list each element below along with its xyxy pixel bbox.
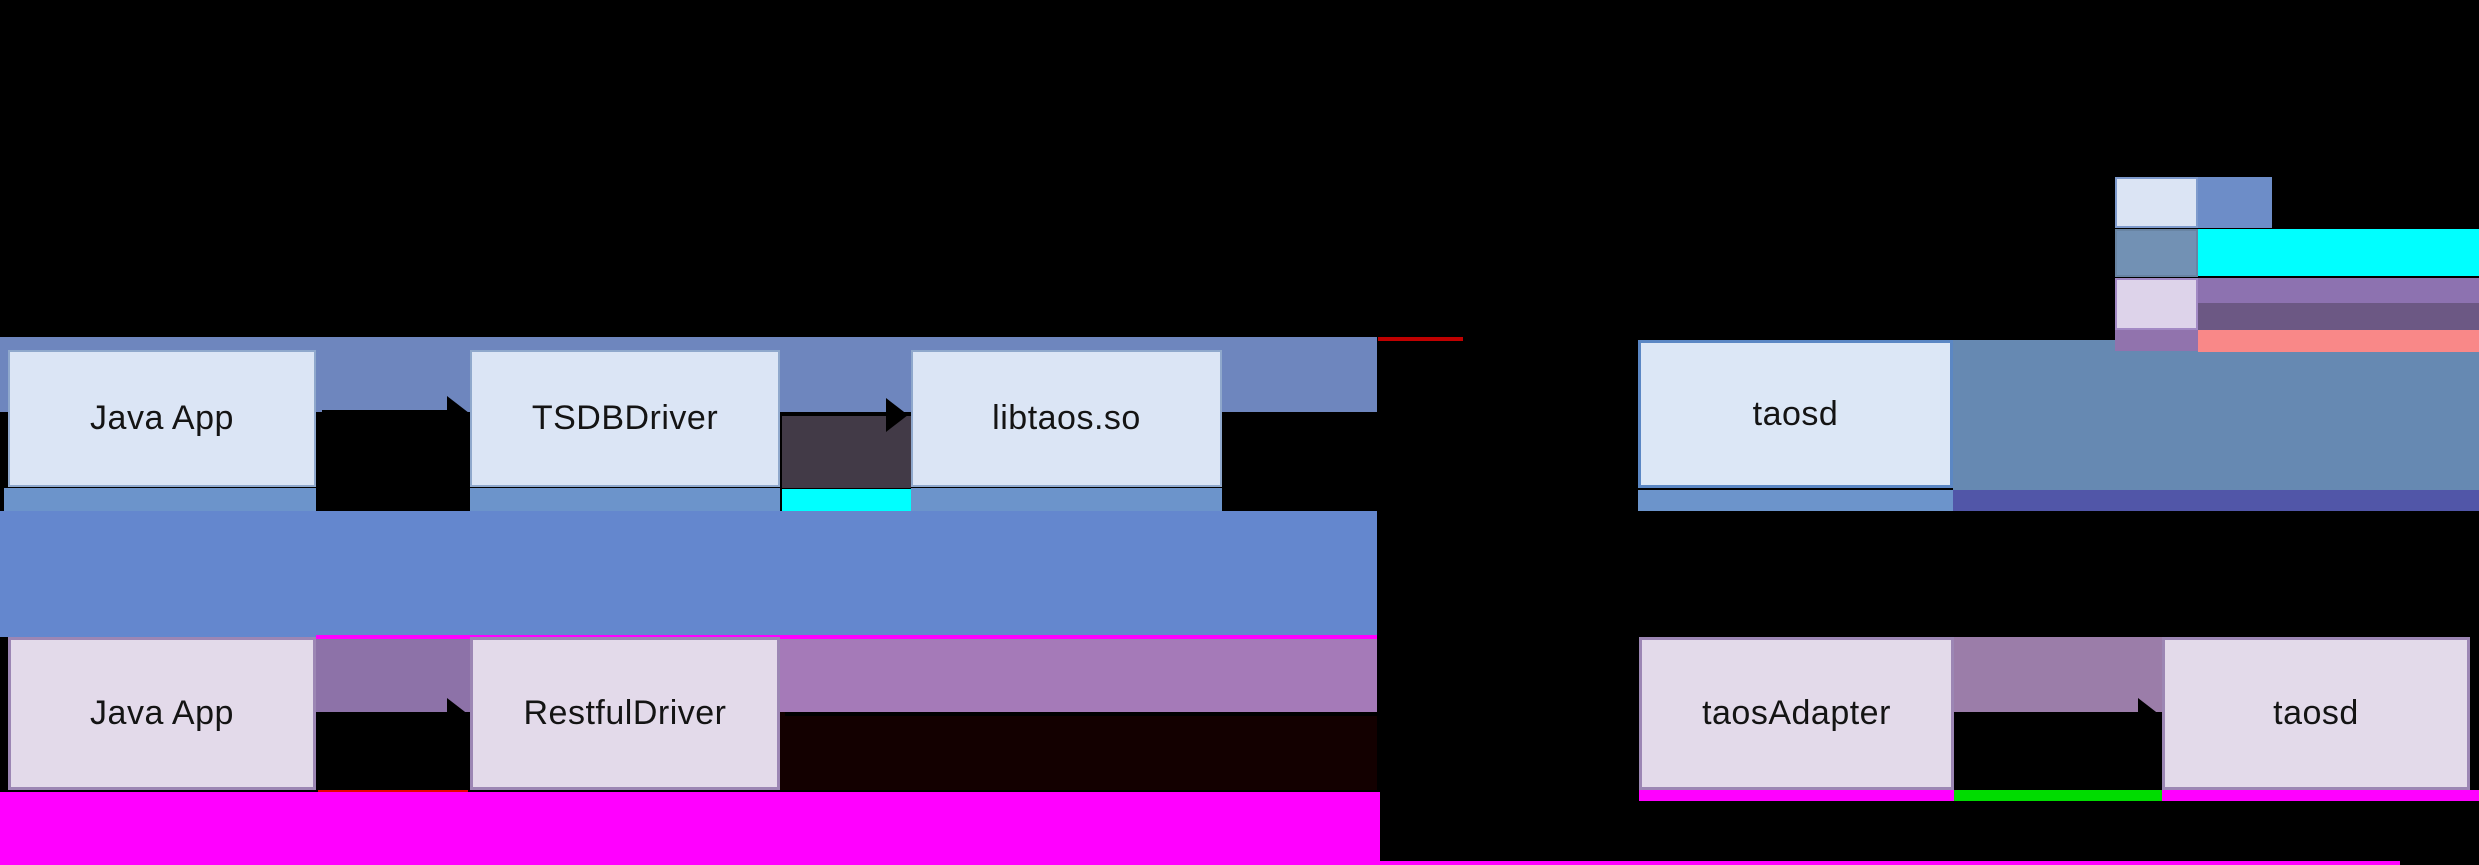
legend-highlight-blue: [2198, 177, 2272, 228]
adapter-magenta-strip: [1639, 790, 1954, 801]
libtaos-box: libtaos.so: [911, 350, 1222, 487]
arrow-tsdbdriver-libtaos-head: [886, 398, 908, 432]
libtaos-label: libtaos.so: [992, 399, 1141, 437]
taosd-indigo-strip: [1953, 490, 2479, 511]
arrow-javaapp-tsdbdriver-line: [322, 410, 447, 414]
tsdb-driver-label: TSDBDriver: [531, 399, 719, 437]
restful-driver-box: RestfulDriver: [470, 637, 780, 790]
arrow-javaapp-restfuldriver-head: [447, 698, 469, 732]
arrow-taosadapter-taosd-line: [1960, 712, 2140, 716]
legend-highlight-cyan: [2198, 229, 2479, 276]
arrow-libtaos-taosd-head: [1612, 398, 1634, 432]
red-annotation-line: [1378, 337, 1463, 341]
arrow-javaapp-tsdbdriver-head: [447, 396, 469, 430]
adapter-gap-green-strip: [1954, 790, 2162, 801]
arrow-restfuldriver-taosadapter-head: [1614, 698, 1636, 732]
java-app-jni-label: Java App: [90, 399, 234, 437]
java-app-jni-under-strip: [4, 488, 316, 511]
legend-highlight-salmon: [2198, 330, 2479, 352]
tsdb-driver-under-strip: [470, 488, 780, 511]
taosd-under-strip: [1638, 490, 1953, 511]
adapter-gap-purple-block: [1954, 637, 2162, 712]
libtaos-under-strip: [911, 488, 1222, 511]
jni-cyan-highlight-strip: [782, 489, 911, 511]
arrow-taosadapter-taosd-head: [2138, 698, 2160, 732]
restful-gap-purple-block: [316, 639, 470, 712]
taosd-rest-label: taosd: [2273, 694, 2359, 732]
taosd-rest-magenta-strip: [2162, 790, 2479, 801]
taos-adapter-box: taosAdapter: [1639, 637, 1954, 790]
restful-driver-label: RestfulDriver: [523, 694, 727, 732]
legend-swatch-lavender-box: [2115, 278, 2198, 330]
legend-purple-block: [2115, 330, 2198, 351]
java-app-rest-label: Java App: [90, 694, 234, 732]
legend-swatch-blue-box: [2115, 177, 2198, 228]
mid-magenta-divider-line: [316, 635, 1377, 639]
taosd-jni-label: taosd: [1752, 394, 1839, 433]
legend-swatch-steel-box: [2115, 229, 2198, 277]
java-app-jni-box: Java App: [8, 350, 316, 487]
arrow-restfuldriver-taosadapter-line: [785, 712, 1616, 716]
legend-highlight-dark-purple: [2198, 303, 2479, 330]
taosd-jni-box: taosd: [1638, 340, 1953, 488]
restful-maroon-band: [780, 712, 1377, 790]
arrow-libtaos-taosd-line: [1222, 412, 1614, 416]
taosd-steel-band: [1953, 340, 2479, 490]
arrow-javaapp-restfuldriver-line: [322, 712, 447, 716]
taos-adapter-label: taosAdapter: [1702, 694, 1891, 732]
bottom-thin-magenta-line: [1380, 861, 2400, 865]
tsdb-driver-box: TSDBDriver: [470, 350, 780, 487]
taosd-rest-box: taosd: [2162, 637, 2470, 790]
middle-cornflower-band: [0, 511, 1377, 637]
java-app-rest-box: Java App: [8, 637, 316, 790]
restful-purple-band: [780, 639, 1377, 712]
bottom-magenta-band: [0, 792, 1380, 865]
legend-highlight-purple: [2198, 278, 2479, 303]
arrow-tsdbdriver-libtaos-line: [783, 412, 888, 416]
